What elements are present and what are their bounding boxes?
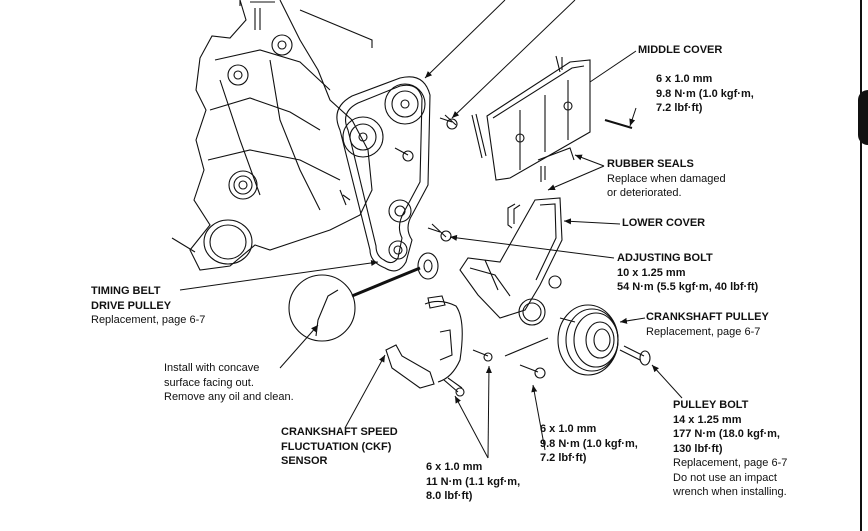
spec-line: 6 x 1.0 mm: [426, 461, 483, 473]
name-line: TIMING BELT: [91, 285, 161, 297]
note-line: Install with concave: [164, 362, 260, 374]
middle-cover: [471, 55, 591, 181]
pulley-bolt-name: PULLEY BOLT: [673, 399, 749, 411]
engine-block: [171, 0, 373, 271]
crankshaft-pulley-name: CRANKSHAFT PULLEY: [646, 311, 769, 323]
page-binding-mark: [858, 90, 868, 145]
label-install-note: Install with concave surface facing out.…: [164, 361, 294, 405]
note-line: Do not use an impact: [673, 471, 777, 484]
timing-belt: [336, 76, 431, 272]
rubber-seals-name: RUBBER SEALS: [607, 158, 694, 170]
drive-pulley-washer: [417, 252, 439, 280]
name-line: SENSOR: [281, 455, 328, 467]
note-line: or deteriorated.: [607, 187, 682, 199]
spec-line: 6 x 1.0 mm: [656, 73, 713, 85]
spec-line: 7.2 lbf·ft): [656, 102, 703, 114]
label-sensor-bolts: 6 x 1.0 mm 11 N·m (1.1 kgf·m, 8.0 lbf·ft…: [426, 460, 520, 504]
name-line: FLUCTUATION (CKF): [281, 440, 392, 453]
label-middle-cover-spec: 6 x 1.0 mm 9.8 N·m (1.0 kgf·m, 7.2 lbf·f…: [656, 72, 754, 116]
label-adjusting-bolt: ADJUSTING BOLT 10 x 1.25 mm 54 N·m (5.5 …: [617, 251, 758, 295]
note-line: Replacement, page 6-7: [673, 457, 788, 469]
adjusting-bolt-name: ADJUSTING BOLT: [617, 252, 713, 264]
camshaft-bolts: [394, 114, 458, 162]
spec-line: 130 lbf·ft): [673, 442, 723, 455]
label-lower-cover-bolt: 6 x 1.0 mm 9.8 N·m (1.0 kgf·m, 7.2 lbf·f…: [540, 422, 638, 466]
spec-line: 177 N·m (18.0 kgf·m,: [673, 428, 780, 440]
spec-line: 10 x 1.25 mm: [617, 266, 686, 279]
label-ckf-sensor: CRANKSHAFT SPEED FLUCTUATION (CKF) SENSO…: [281, 425, 398, 469]
adjusting-bolt-shape: [427, 223, 452, 242]
spec-line: 11 N·m (1.1 kgf·m,: [426, 475, 521, 488]
pulley-bolt-shape: [619, 345, 651, 366]
label-pulley-bolt: PULLEY BOLT 14 x 1.25 mm 177 N·m (18.0 k…: [673, 398, 787, 500]
spec-line: 54 N·m (5.5 kgf·m, 40 lbf·ft): [617, 281, 759, 293]
spec-line: 6 x 1.0 mm: [540, 423, 597, 435]
label-timing-belt-drive-pulley: TIMING BELT DRIVE PULLEY Replacement, pa…: [91, 284, 205, 328]
page-binding-edge: [860, 0, 868, 531]
name-line: CRANKSHAFT SPEED: [281, 426, 398, 438]
note-line: Remove any oil and clean.: [164, 391, 294, 403]
spec-line: 14 x 1.25 mm: [673, 413, 742, 426]
spec-line: 9.8 N·m (1.0 kgf·m,: [540, 437, 638, 450]
note-line: Replacement, page 6-7: [91, 314, 206, 326]
note-line: Replace when damaged: [607, 172, 726, 185]
label-rubber-seals: RUBBER SEALS Replace when damaged or det…: [607, 157, 726, 201]
label-crankshaft-pulley: CRANKSHAFT PULLEY Replacement, page 6-7: [646, 310, 769, 339]
note-line: Replacement, page 6-7: [646, 325, 761, 338]
lower-cover-bolt-shape: [504, 337, 549, 379]
middle-cover-name: MIDDLE COVER: [638, 44, 723, 56]
leader-lines: [179, 0, 683, 459]
spec-line: 9.8 N·m (1.0 kgf·m,: [656, 87, 754, 100]
label-middle-cover: MIDDLE COVER: [638, 43, 722, 58]
rubber-seals: [507, 147, 575, 229]
lower-cover: [459, 197, 563, 326]
lower-cover-name: LOWER COVER: [622, 217, 706, 229]
label-lower-cover: LOWER COVER: [622, 216, 705, 231]
name-line: DRIVE PULLEY: [91, 299, 172, 312]
ckf-sensor: [385, 295, 493, 397]
note-line: wrench when installing.: [673, 486, 787, 498]
spec-line: 8.0 lbf·ft): [426, 490, 473, 502]
crankshaft-pulley-shape: [557, 304, 619, 376]
concave-detail-circle: [288, 274, 356, 342]
note-line: surface facing out.: [164, 376, 254, 389]
spec-line: 7.2 lbf·ft): [540, 452, 587, 464]
